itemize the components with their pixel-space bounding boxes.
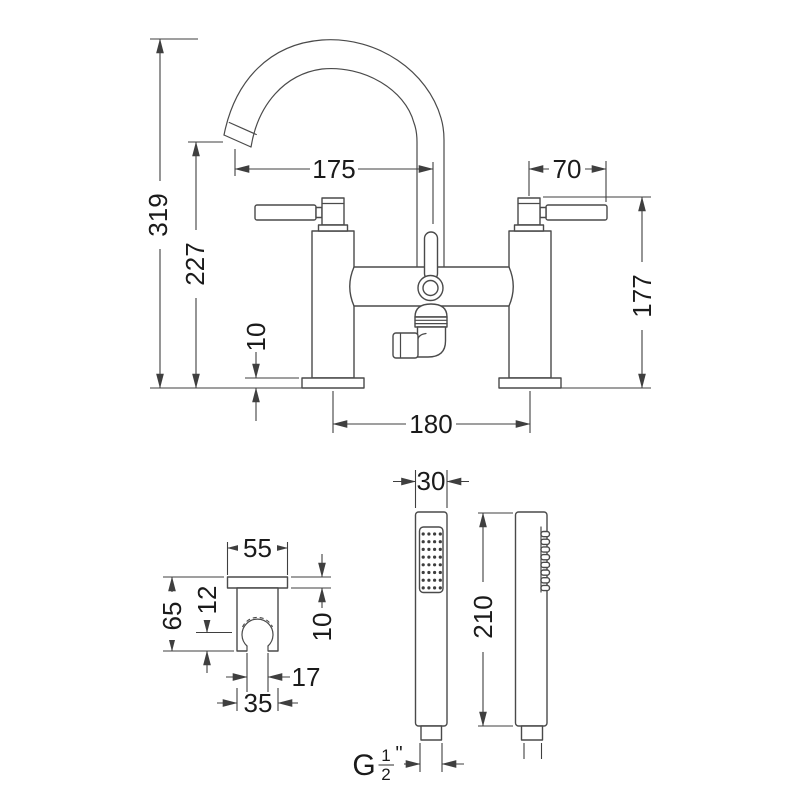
right-valve-collar bbox=[513, 224, 545, 232]
right-handle-bar bbox=[545, 204, 608, 221]
left-base-plate bbox=[301, 377, 365, 389]
right-base-plate bbox=[498, 377, 562, 389]
dim-text-base-plate-thickness: 10 bbox=[241, 323, 271, 352]
handset-dimension-annotations: 30 210 G 1 2 " bbox=[352, 466, 513, 784]
diverter-lever bbox=[423, 231, 439, 281]
outlet-elbow bbox=[416, 326, 447, 358]
outlet-nut bbox=[414, 316, 448, 328]
bracket-plate bbox=[226, 576, 289, 589]
left-handle-bar bbox=[254, 204, 317, 221]
thread-size-label: G 1 2 " bbox=[352, 743, 402, 784]
dim-text-bracket-cradle-offset: 12 bbox=[192, 586, 222, 615]
spout-tip-face bbox=[223, 134, 252, 148]
dim-text-body-height: 177 bbox=[627, 274, 657, 317]
bracket-cradle-circle bbox=[241, 618, 274, 647]
right-pillar bbox=[508, 230, 552, 379]
thread-prefix: G bbox=[352, 749, 375, 782]
spout-outer-edge bbox=[223, 39, 445, 268]
dim-text-bracket-slot-width: 17 bbox=[292, 662, 321, 692]
dim-text-bracket-plate-thickness: 10 bbox=[307, 613, 337, 642]
dim-text-bracket-height: 65 bbox=[157, 602, 187, 631]
left-handle-hub bbox=[315, 206, 323, 219]
tap-front-view: 319 227 175 70 177 10 180 bbox=[143, 38, 657, 439]
dim-text-fixing-centres: 180 bbox=[409, 409, 452, 439]
diverter-ring-inner bbox=[422, 279, 439, 297]
spout-tip-band bbox=[228, 121, 257, 136]
dim-text-overall-height: 319 bbox=[143, 193, 173, 236]
left-valve-assembly bbox=[254, 197, 349, 232]
spout bbox=[223, 39, 445, 268]
right-handle-hub bbox=[539, 206, 547, 219]
bracket-dimension-annotations: 55 65 12 10 17 35 bbox=[157, 533, 337, 718]
wall-bracket-view: 55 65 12 10 17 35 bbox=[157, 533, 337, 718]
right-valve-cap bbox=[517, 197, 541, 226]
handset-front-view bbox=[414, 511, 448, 741]
right-valve-assembly bbox=[513, 197, 608, 232]
diverter-assembly bbox=[392, 231, 448, 359]
dim-text-bracket-width: 55 bbox=[243, 533, 272, 563]
left-valve-collar bbox=[317, 224, 349, 232]
spout-inner-edge bbox=[250, 67, 418, 268]
tap-dimension-annotations: 319 227 175 70 177 10 180 bbox=[143, 38, 657, 439]
dim-text-handset-width: 30 bbox=[417, 466, 446, 496]
handset-front-connector bbox=[420, 725, 443, 741]
thread-fraction-numerator: 1 bbox=[381, 746, 390, 765]
outlet-flange bbox=[392, 332, 419, 359]
handset-side-view bbox=[514, 511, 551, 759]
thread-fraction-denominator: 2 bbox=[381, 765, 390, 784]
thread-unit-mark: " bbox=[395, 743, 402, 765]
dim-text-spout-outlet-height: 227 bbox=[180, 242, 210, 285]
handset-side-connector bbox=[520, 725, 544, 741]
dim-text-bracket-body-width: 35 bbox=[244, 688, 273, 718]
dim-text-handset-length: 210 bbox=[468, 595, 498, 638]
left-pillar bbox=[311, 230, 355, 379]
left-valve-cap bbox=[321, 197, 345, 226]
dim-text-spout-reach: 175 bbox=[312, 154, 355, 184]
dim-text-handle-projection: 70 bbox=[553, 154, 582, 184]
outlet-dome bbox=[414, 303, 448, 318]
handset-spray-face bbox=[418, 526, 444, 594]
